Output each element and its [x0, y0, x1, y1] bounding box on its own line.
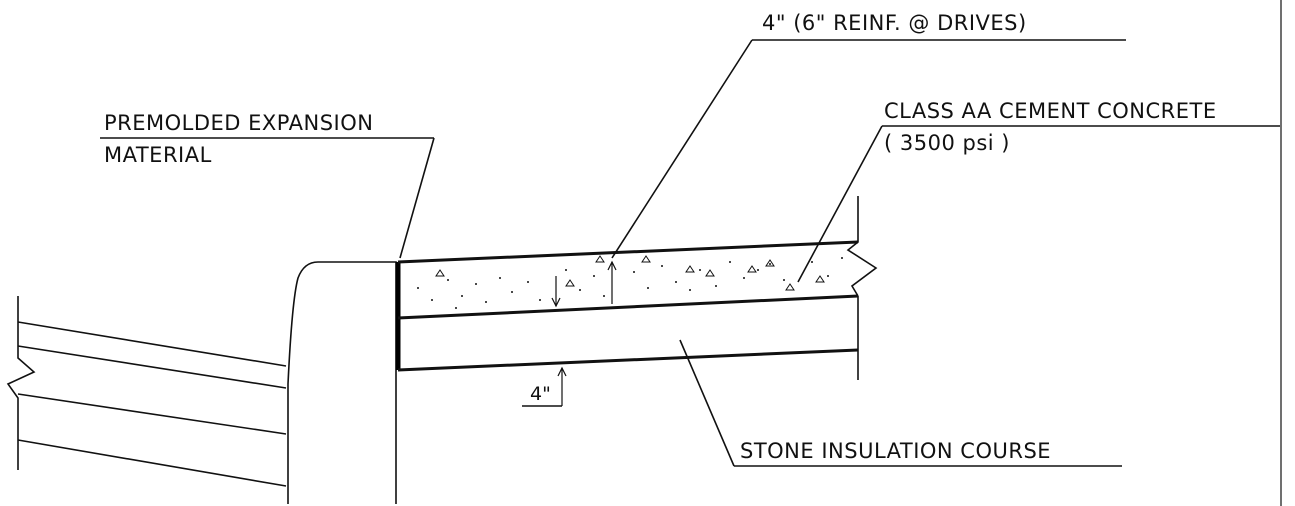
leader-lines — [100, 39, 1280, 467]
expansion-material-label-line1: PREMOLDED EXPANSION — [104, 111, 373, 135]
concrete-slab — [397, 196, 878, 320]
stone-insulation-course — [397, 296, 859, 380]
insulation-depth-label: 4" — [530, 383, 551, 405]
stone-insulation-label: STONE INSULATION COURSE — [740, 439, 1051, 463]
slab-thickness-dimension — [551, 260, 617, 308]
curb — [287, 261, 397, 504]
expansion-material-label-line2: MATERIAL — [104, 143, 212, 167]
concrete-strength-label: ( 3500 psi ) — [884, 131, 1010, 155]
roadway-layers — [6, 296, 287, 487]
concrete-aggregate — [417, 255, 843, 309]
concrete-class-label: CLASS AA CEMENT CONCRETE — [884, 99, 1217, 123]
slab-thickness-note: 4" (6" REINF. @ DRIVES) — [762, 11, 1027, 35]
insulation-depth-dimension — [522, 366, 567, 407]
